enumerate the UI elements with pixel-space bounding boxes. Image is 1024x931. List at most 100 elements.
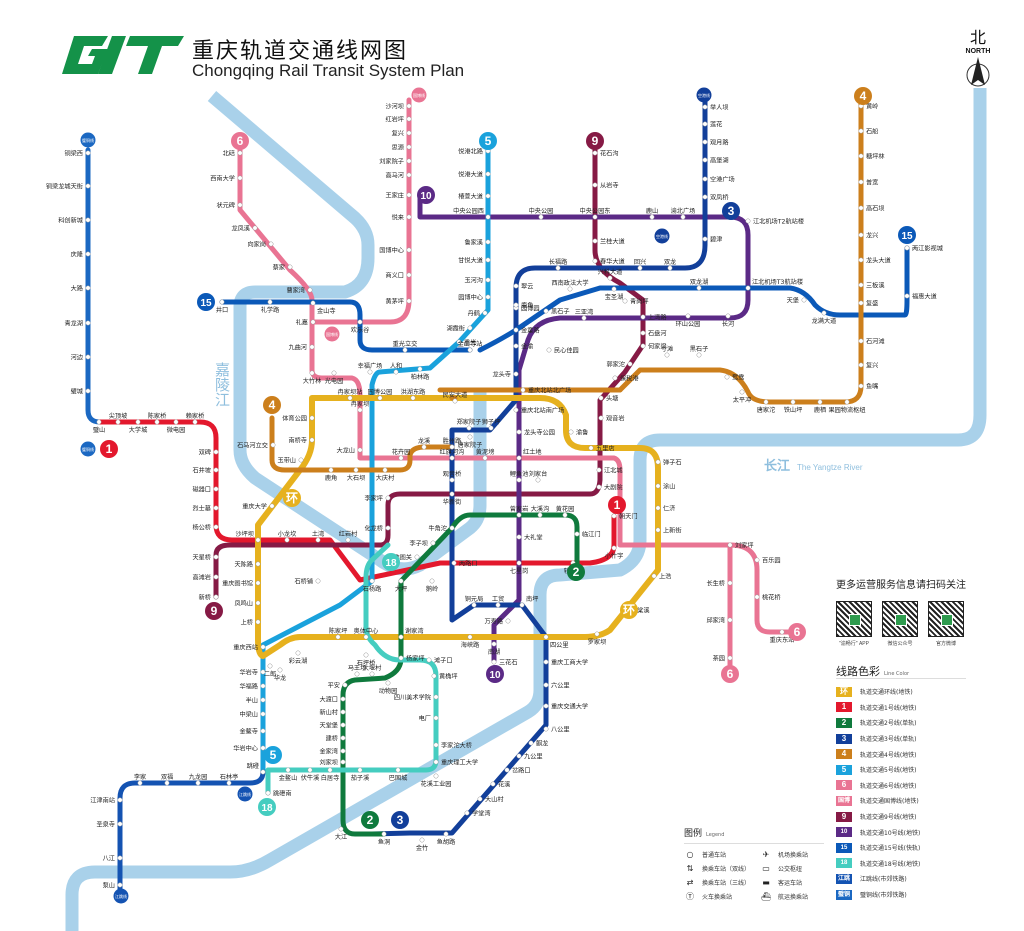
station[interactable]: 春华大道 xyxy=(592,258,625,266)
station[interactable]: 天堡 xyxy=(787,297,807,305)
station[interactable]: 金家湾 xyxy=(319,748,346,756)
station[interactable]: 鸳鸯 xyxy=(724,374,745,382)
station[interactable]: 江津南站 xyxy=(90,797,123,805)
station[interactable]: 桃花桥 xyxy=(754,594,781,602)
station[interactable]: 跳磴 xyxy=(247,762,266,775)
station[interactable]: 观音桥 xyxy=(443,470,462,483)
station[interactable]: 刘家台 xyxy=(529,470,548,483)
terminal-badge[interactable]: 国博线 xyxy=(411,87,427,103)
station[interactable]: 重庆图书馆 xyxy=(222,580,261,588)
station[interactable]: 国博中心 xyxy=(379,247,412,255)
line-badge-1[interactable]: 1 xyxy=(100,440,118,458)
station[interactable]: 电厂 xyxy=(419,715,439,723)
station[interactable]: 仁济 xyxy=(655,505,676,513)
station[interactable]: 七星岗 xyxy=(510,560,529,575)
station[interactable]: 翠云 xyxy=(513,284,534,291)
station[interactable]: 临江门 xyxy=(574,531,601,539)
station[interactable]: 观月路 xyxy=(702,139,730,147)
station[interactable]: 华岩寺 xyxy=(239,669,266,677)
station[interactable]: 保税港 xyxy=(612,375,640,383)
terminal-badge[interactable]: 空港线 xyxy=(654,228,670,244)
station[interactable]: 高石坝 xyxy=(858,205,885,213)
station[interactable]: 金童路 xyxy=(513,327,541,335)
station[interactable]: 长生桥 xyxy=(706,580,733,588)
station[interactable]: 长福路 xyxy=(549,258,568,271)
line-badge-5[interactable]: 5 xyxy=(264,746,282,764)
station[interactable]: 悦来 xyxy=(392,214,412,222)
station[interactable]: 长河 xyxy=(722,313,734,328)
station[interactable]: 岔路口 xyxy=(504,767,531,775)
station[interactable]: 上新街 xyxy=(655,527,682,535)
station[interactable]: 寸滩 xyxy=(661,345,673,358)
station[interactable]: 罗家坝 xyxy=(588,631,607,646)
line-badge-2[interactable]: 2 xyxy=(567,563,585,581)
station[interactable]: 李家 xyxy=(134,773,146,786)
station[interactable]: 曾家岩 xyxy=(510,505,529,518)
station[interactable]: 高堡湖 xyxy=(702,157,729,165)
station[interactable]: 茶园 xyxy=(713,655,733,663)
station[interactable]: 高马河 xyxy=(385,172,412,180)
station[interactable]: 重光 xyxy=(456,339,477,347)
station[interactable]: 大堰村 xyxy=(363,664,382,677)
station[interactable]: 郭家沱 xyxy=(606,361,633,369)
station[interactable]: 泵山 xyxy=(103,882,123,890)
station[interactable]: 碧津 xyxy=(702,236,723,244)
station[interactable]: 九曲河 xyxy=(288,344,315,352)
station[interactable]: 龙头大道 xyxy=(858,257,891,265)
terminal-badge[interactable]: 江跳线 xyxy=(113,888,129,904)
line-badge-4[interactable]: 4 xyxy=(263,396,281,414)
station[interactable]: 青岗坪 xyxy=(622,298,649,306)
station[interactable]: 花溪工业园 xyxy=(421,773,452,788)
station[interactable]: 大渡口 xyxy=(319,696,346,704)
station[interactable]: 小什字 xyxy=(605,545,624,560)
station[interactable]: 黑石子 xyxy=(690,346,709,358)
station[interactable]: 尖顶坡 xyxy=(109,412,128,425)
station[interactable]: 大山村 xyxy=(477,796,504,804)
terminal-badge[interactable]: 空港线 xyxy=(696,87,712,103)
station[interactable]: 南湖 xyxy=(488,641,500,656)
station[interactable]: 石马河立交 xyxy=(237,442,276,450)
station[interactable]: 郑家院子 xyxy=(457,418,482,431)
line-badge-6[interactable]: 6 xyxy=(231,132,249,150)
station[interactable]: 百乐园 xyxy=(754,557,781,565)
station[interactable]: 双龙 xyxy=(664,258,676,271)
station[interactable]: 三亚湾 xyxy=(575,308,594,321)
station[interactable]: 鹿山 xyxy=(646,207,658,220)
station[interactable]: 重庆大学 xyxy=(242,503,275,511)
station[interactable]: 磁器口 xyxy=(192,486,219,494)
station[interactable]: 两江影视城 xyxy=(904,245,943,253)
station[interactable]: 椿萱大道 xyxy=(458,193,491,201)
station[interactable]: 河边 xyxy=(71,354,91,362)
station[interactable]: 体育公园 xyxy=(282,415,315,423)
station[interactable]: 鱼洞 xyxy=(378,831,390,846)
station[interactable]: 龙溪 xyxy=(418,437,430,450)
station[interactable]: 铜梁西 xyxy=(64,150,91,158)
station[interactable]: 小龙坎 xyxy=(278,530,297,543)
station[interactable]: 海峡路 xyxy=(461,634,480,649)
station[interactable]: 黄桷坪 xyxy=(431,673,458,681)
station[interactable]: 重庆工商大学 xyxy=(543,659,588,667)
station[interactable]: 谢家湾 xyxy=(398,627,424,640)
station[interactable]: 中央公园东 xyxy=(580,207,611,220)
station[interactable]: 璧城 xyxy=(71,388,91,396)
station[interactable]: 八公里 xyxy=(543,727,570,734)
station[interactable]: 凤鸣山 xyxy=(234,600,261,608)
station[interactable]: 狮子坪 xyxy=(482,418,501,431)
station[interactable]: 环山公园 xyxy=(676,313,701,328)
station[interactable]: 柏林路 xyxy=(411,366,430,381)
station[interactable]: 民心佳园 xyxy=(546,347,579,355)
station[interactable]: 五里店 xyxy=(588,445,615,453)
station[interactable]: 大石坝 xyxy=(347,467,366,482)
qr-code-wechat[interactable]: 微信公众号 xyxy=(882,601,918,647)
station[interactable]: 大学城 xyxy=(129,419,148,434)
station[interactable]: 玉河沟 xyxy=(464,277,491,285)
station[interactable]: 刘家坪 xyxy=(727,542,754,550)
line-badge-9[interactable]: 9 xyxy=(205,602,223,620)
station[interactable]: 巴国城 xyxy=(389,767,408,782)
station[interactable]: 土湾 xyxy=(312,530,324,543)
station[interactable]: 铜元局 xyxy=(465,595,484,608)
station[interactable]: 化龙桥 xyxy=(364,525,391,533)
station[interactable]: 复兴 xyxy=(858,362,879,370)
station[interactable]: 龙头寺 xyxy=(492,371,519,379)
